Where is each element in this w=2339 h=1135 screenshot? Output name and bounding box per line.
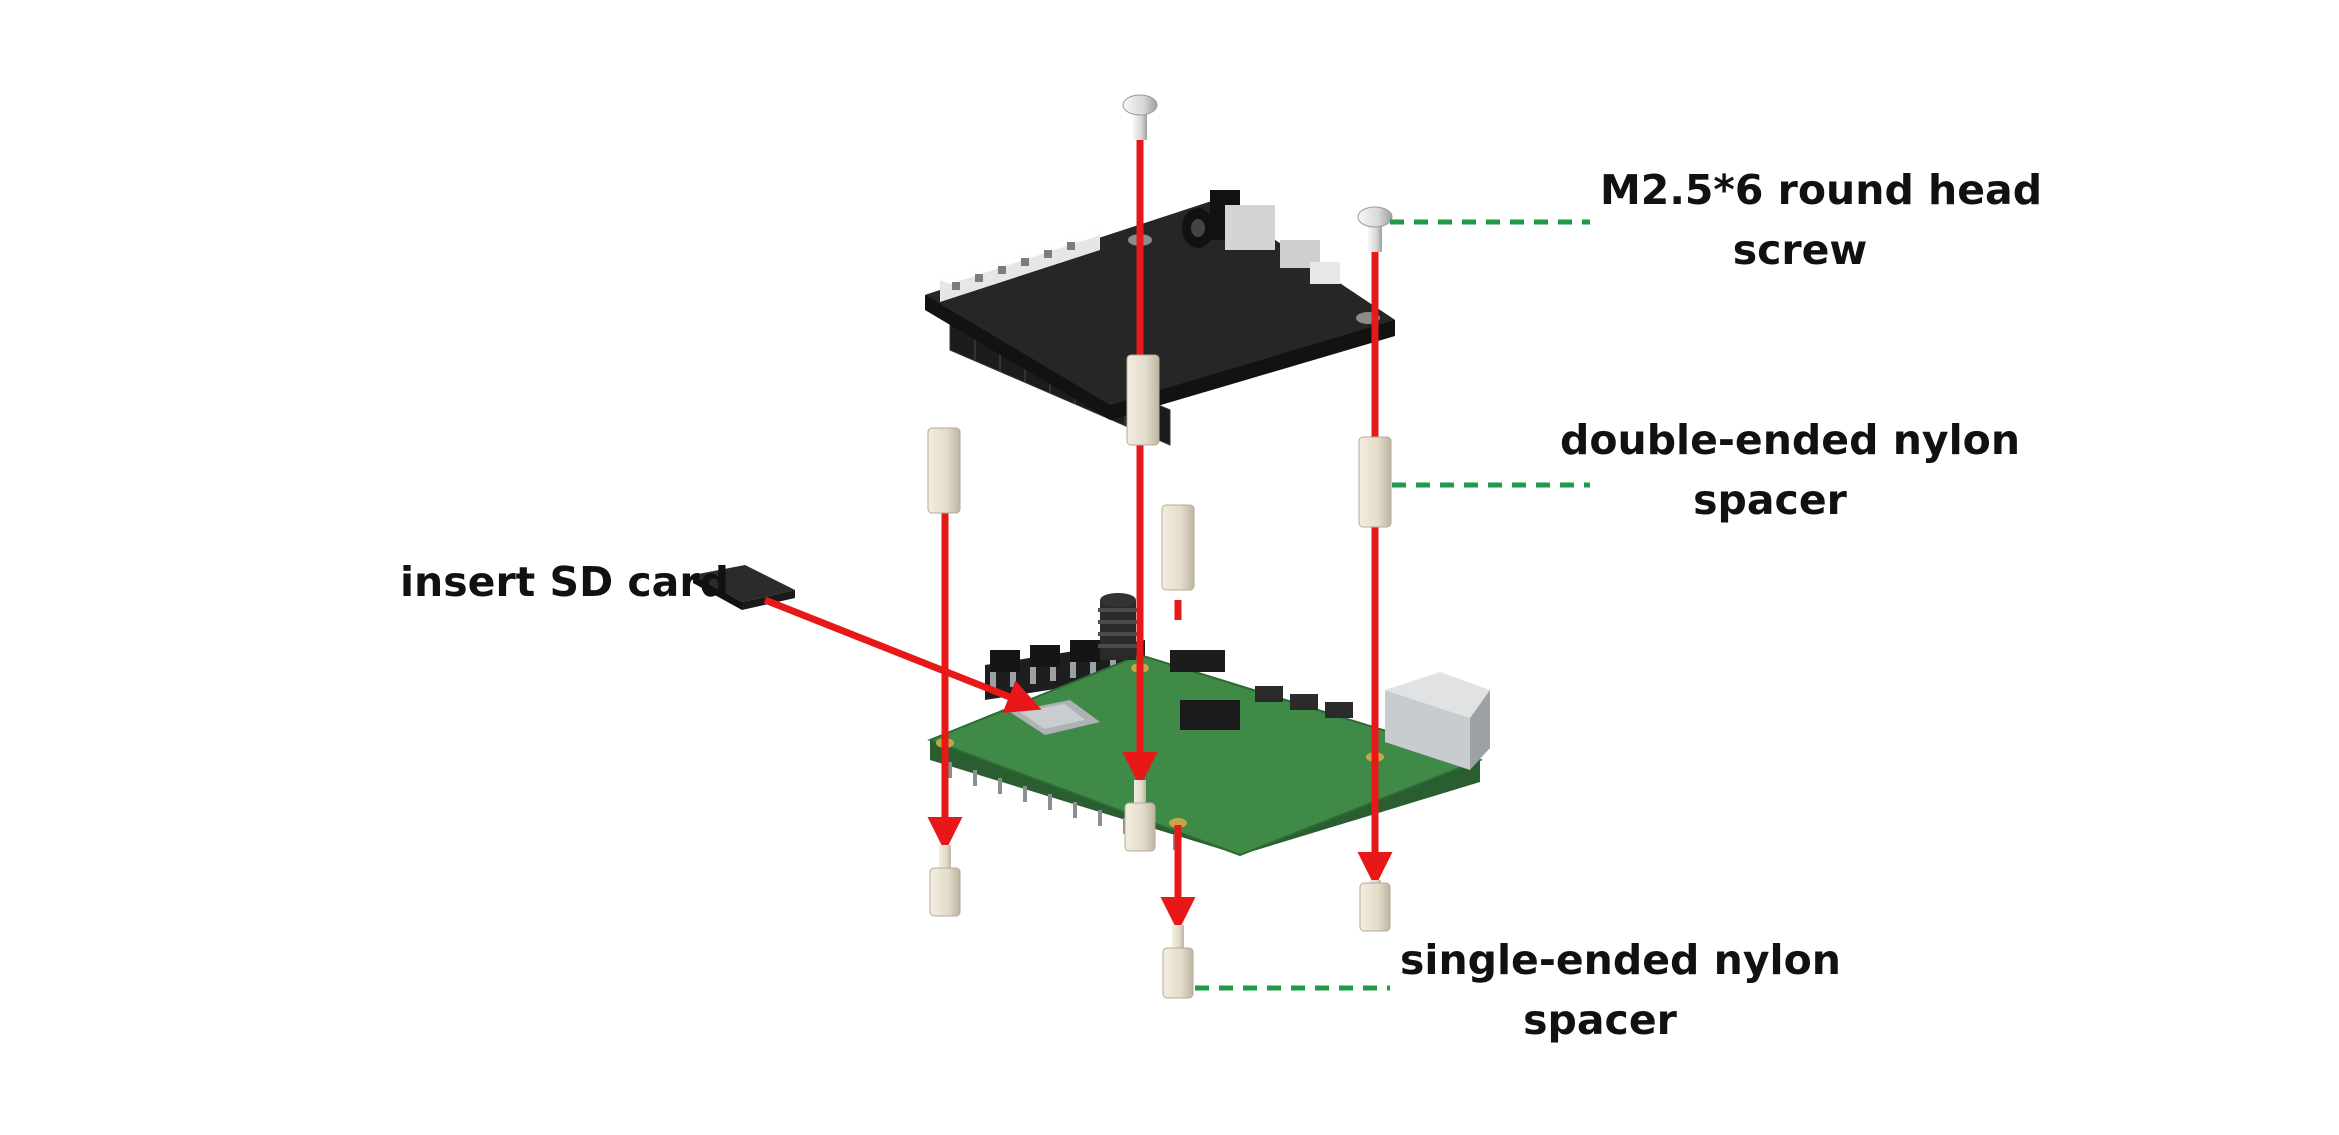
label-double-spacer: double-ended nylon spacer [1560, 410, 1980, 530]
label-screw-line2: screw [1600, 220, 2000, 280]
label-single-spacer: single-ended nylon spacer [1400, 930, 1800, 1050]
label-single-spacer-line1: single-ended nylon [1400, 930, 1800, 990]
label-single-spacer-line2: spacer [1400, 990, 1800, 1050]
top-expansion-board [925, 190, 1395, 445]
bottom-pcb-board [930, 593, 1490, 855]
label-screw-line1: M2.5*6 round head [1600, 160, 2000, 220]
label-screw: M2.5*6 round head screw [1600, 160, 2000, 280]
heatsink-spring [1098, 593, 1138, 660]
label-sd-card: insert SD card [400, 552, 690, 612]
label-double-spacer-line2: spacer [1560, 470, 1980, 530]
label-sd-card-text: insert SD card [400, 552, 690, 612]
label-double-spacer-line1: double-ended nylon [1560, 410, 1980, 470]
